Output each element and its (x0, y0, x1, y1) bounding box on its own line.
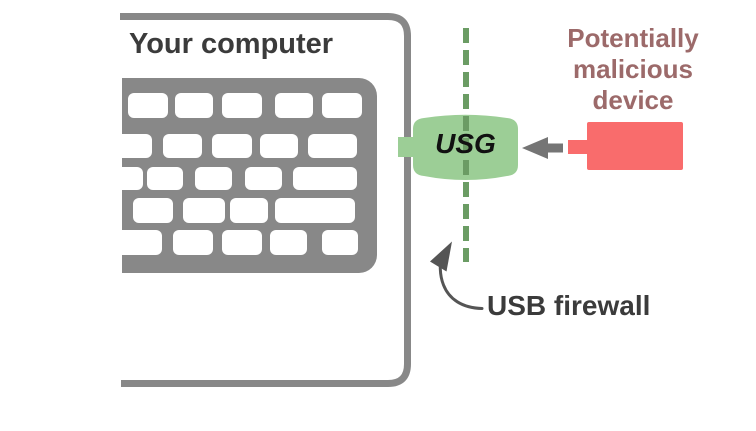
key (245, 167, 282, 190)
pointer-arrowhead (430, 241, 452, 272)
key (275, 198, 355, 223)
usb-firewall-label: USB firewall (487, 290, 651, 321)
key (122, 167, 143, 190)
your-computer-label: Your computer (129, 28, 334, 60)
computer-outline (120, 13, 411, 387)
key (308, 134, 357, 158)
key (128, 93, 168, 118)
key (230, 198, 268, 223)
malicious-usb-device-icon (568, 122, 683, 170)
key (183, 198, 225, 223)
key (122, 134, 152, 158)
usg-device-label: USG (435, 128, 496, 159)
key (175, 93, 213, 118)
device-to-usg-arrow-icon (522, 137, 563, 159)
key (195, 167, 232, 190)
key (322, 230, 358, 255)
usg-plug-tab (398, 137, 416, 157)
key (212, 134, 252, 158)
key (260, 134, 298, 158)
key (173, 230, 213, 255)
key (222, 230, 262, 255)
key (147, 167, 183, 190)
key (270, 230, 307, 255)
key (293, 167, 357, 190)
malicious-device-body (587, 122, 683, 170)
malicious-device-plug (568, 140, 588, 154)
curved-pointer-arrow-icon (430, 241, 484, 310)
key (275, 93, 313, 118)
key (163, 134, 202, 158)
key (133, 198, 173, 223)
key (222, 93, 262, 118)
key (122, 230, 162, 255)
key (322, 93, 362, 118)
keyboard-icon (122, 78, 377, 273)
malicious-device-label: Potentially malicious device (567, 23, 699, 115)
